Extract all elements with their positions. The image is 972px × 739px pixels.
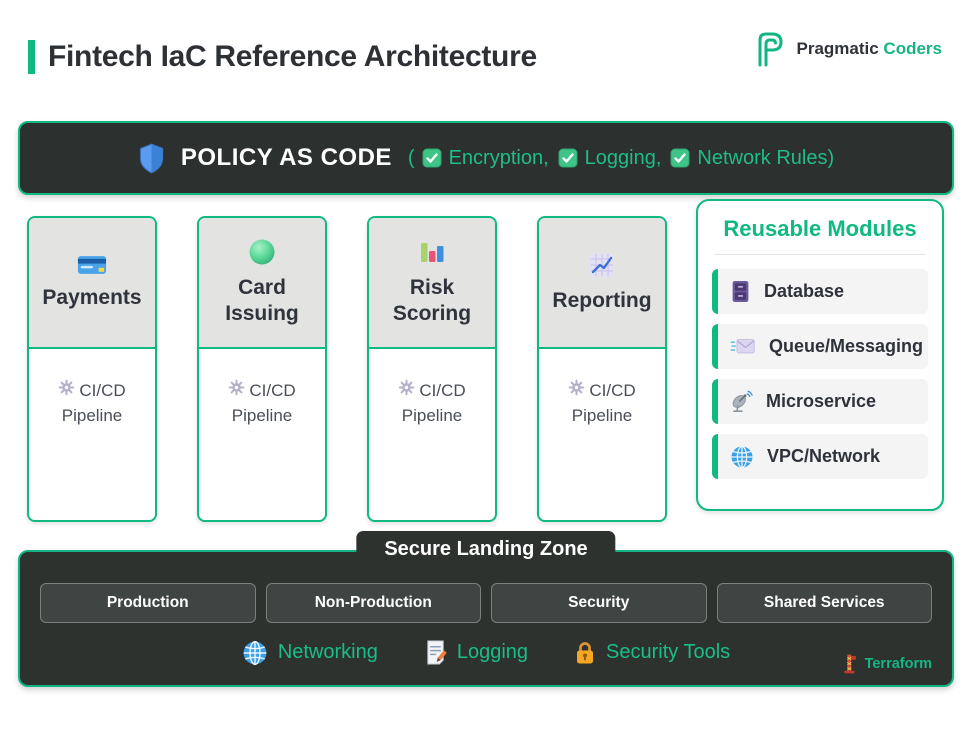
terraform-badge: Terraform bbox=[841, 652, 932, 676]
policy-item-label: Encryption, bbox=[448, 146, 549, 169]
card-reporting: Reporting CI/CD Pipeline bbox=[537, 216, 667, 522]
card-card-issuing: Card Issuing CI/CD Pipeline bbox=[197, 216, 327, 522]
checkbox-icon bbox=[558, 148, 578, 168]
page-title-block: Fintech IaC Reference Architecture bbox=[28, 40, 537, 74]
page-title: Fintech IaC Reference Architecture bbox=[48, 40, 537, 73]
module-label: Database bbox=[764, 281, 845, 301]
brand-name-accent: Coders bbox=[883, 39, 942, 58]
policy-item-label: Network Rules) bbox=[697, 146, 835, 169]
card-card-issuing-header: Card Issuing bbox=[199, 218, 325, 349]
pipeline-text: CI/CD Pipeline bbox=[571, 381, 636, 425]
env-box-shared-services: Shared Services bbox=[716, 583, 932, 623]
architecture-row: Payments CI/CD Pipeline Card Issuing CI/… bbox=[0, 195, 972, 522]
environment-row: Production Non-Production Security Share… bbox=[20, 583, 952, 623]
pipeline-label: CI/CD Pipeline bbox=[383, 379, 481, 428]
shield-icon bbox=[138, 143, 165, 174]
service-logging: Logging bbox=[424, 639, 528, 666]
module-item-microservice: Microservice bbox=[712, 379, 928, 424]
bar-chart-icon bbox=[418, 238, 446, 266]
header: Fintech IaC Reference Architecture Pragm… bbox=[0, 0, 972, 74]
module-label: VPC/Network bbox=[767, 446, 881, 466]
satellite-dish-icon bbox=[730, 390, 753, 413]
policy-item-label: Logging, bbox=[584, 146, 662, 169]
pipeline-text: CI/CD Pipeline bbox=[231, 381, 296, 425]
lock-icon bbox=[574, 640, 596, 666]
p-logo-icon bbox=[753, 30, 787, 68]
title-accent-bar bbox=[28, 40, 35, 74]
card-payments-header: Payments bbox=[29, 218, 155, 349]
policy-paren: ( bbox=[407, 146, 415, 169]
module-label: Microservice bbox=[766, 391, 877, 411]
gear-icon bbox=[58, 379, 79, 396]
policy-item-network-rules: Network Rules) bbox=[670, 147, 834, 170]
gear-icon bbox=[398, 379, 419, 396]
service-label: Networking bbox=[277, 641, 378, 663]
pipeline-label: CI/CD Pipeline bbox=[43, 379, 141, 428]
globe-icon bbox=[730, 445, 754, 469]
reusable-modules-title: Reusable Modules bbox=[723, 216, 917, 241]
pipeline-label: CI/CD Pipeline bbox=[213, 379, 311, 428]
reusable-modules-panel: Reusable Modules Database bbox=[696, 199, 944, 511]
brand-name-primary: Pragmatic bbox=[796, 39, 879, 58]
landing-zone-title: Secure Landing Zone bbox=[356, 531, 616, 568]
card-reporting-header: Reporting bbox=[539, 218, 665, 349]
globe-icon bbox=[242, 640, 268, 666]
credit-card-icon bbox=[77, 253, 107, 276]
policy-title: POLICY AS CODE bbox=[180, 144, 392, 171]
service-networking: Networking bbox=[242, 640, 378, 666]
service-label: Security Tools bbox=[606, 641, 731, 663]
trend-chart-icon bbox=[588, 251, 616, 279]
card-payments: Payments CI/CD Pipeline bbox=[27, 216, 157, 522]
card-card-issuing-body: CI/CD Pipeline bbox=[199, 349, 325, 428]
brand-logo: Pragmatic Coders bbox=[753, 30, 942, 68]
card-title: Payments bbox=[42, 286, 142, 310]
tower-icon bbox=[841, 652, 858, 676]
service-security-tools: Security Tools bbox=[574, 640, 730, 666]
shared-services-row: Networking Logging bbox=[20, 639, 952, 666]
card-risk-scoring-body: CI/CD Pipeline bbox=[369, 349, 495, 428]
card-risk-scoring: Risk Scoring CI/CD Pipeline bbox=[367, 216, 497, 522]
module-item-database: Database bbox=[712, 269, 928, 314]
gear-icon bbox=[568, 379, 589, 396]
terraform-label: Terraform bbox=[864, 656, 932, 672]
envelope-icon bbox=[730, 337, 756, 356]
card-payments-body: CI/CD Pipeline bbox=[29, 349, 155, 428]
memo-icon bbox=[424, 639, 447, 666]
pipeline-label: CI/CD Pipeline bbox=[553, 379, 651, 428]
gear-icon bbox=[228, 379, 249, 396]
green-sphere-icon bbox=[248, 238, 276, 266]
env-box-production: Production bbox=[40, 583, 256, 623]
card-reporting-body: CI/CD Pipeline bbox=[539, 349, 665, 428]
policy-items: ( Encryption, Logging, Network Rules) bbox=[408, 147, 834, 170]
card-title: Card Issuing bbox=[225, 275, 299, 325]
secure-landing-zone: Secure Landing Zone Production Non-Produ… bbox=[18, 531, 954, 687]
pipeline-text: CI/CD Pipeline bbox=[401, 381, 466, 425]
module-label: Queue/Messaging bbox=[769, 336, 924, 356]
policy-item-logging: Logging, bbox=[558, 146, 662, 170]
env-box-non-production: Non-Production bbox=[265, 583, 481, 623]
pipeline-text: CI/CD Pipeline bbox=[61, 381, 126, 425]
card-risk-scoring-header: Risk Scoring bbox=[369, 218, 495, 349]
policy-as-code-banner: POLICY AS CODE ( Encryption, Logging, Ne… bbox=[18, 121, 954, 195]
policy-item-encryption: Encryption, bbox=[422, 147, 549, 170]
card-title: Reporting bbox=[552, 288, 652, 312]
module-item-vpc-network: VPC/Network bbox=[712, 434, 928, 479]
card-title: Risk Scoring bbox=[392, 275, 472, 325]
service-label: Logging bbox=[456, 641, 529, 663]
modules-divider bbox=[714, 254, 926, 255]
brand-name: Pragmatic Coders bbox=[796, 39, 942, 59]
checkbox-icon bbox=[422, 148, 442, 168]
module-item-queue-messaging: Queue/Messaging bbox=[712, 324, 928, 369]
file-cabinet-icon bbox=[730, 279, 751, 304]
checkbox-icon bbox=[670, 148, 690, 168]
landing-zone-panel: Production Non-Production Security Share… bbox=[18, 550, 954, 687]
env-box-security: Security bbox=[491, 583, 707, 623]
